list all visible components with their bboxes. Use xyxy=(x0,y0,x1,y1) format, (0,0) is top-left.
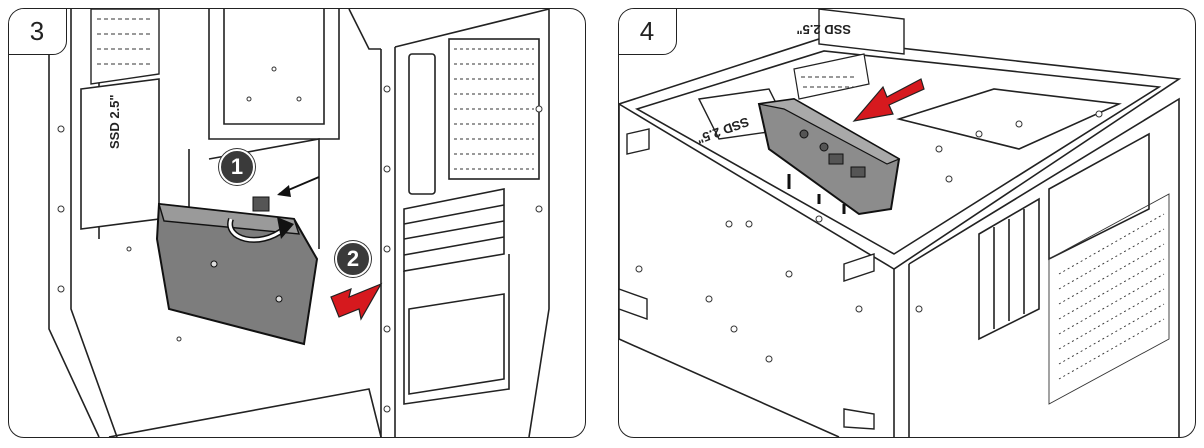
red-arrow-icon xyxy=(852,78,925,122)
screw-icon xyxy=(252,196,270,212)
step-number: 3 xyxy=(9,9,67,55)
callout-1: 1 xyxy=(219,149,255,185)
callout-2: 2 xyxy=(335,241,371,277)
vent-holes xyxy=(454,48,534,170)
mesh-vent xyxy=(1048,193,1170,405)
ssd-label: SSD 2.5" xyxy=(107,94,122,149)
case-side-illustration: SSD 2.5" xyxy=(48,9,550,437)
rotate-arrow-icon xyxy=(227,176,320,243)
drive-bracket xyxy=(757,97,901,216)
red-arrow-icon xyxy=(330,282,383,321)
ssd-drive: SSD 2.5" xyxy=(80,9,160,230)
panel-step-4: 4 xyxy=(618,8,1196,438)
ssd-drive: SSD 2.5" xyxy=(793,9,905,100)
case-top-illustration: SSD 2.5" SSD 2.5" xyxy=(619,9,1182,437)
panel-step-3: 3 xyxy=(8,8,586,438)
step-number: 4 xyxy=(619,9,677,55)
ssd-label: SSD 2.5" xyxy=(796,22,851,37)
